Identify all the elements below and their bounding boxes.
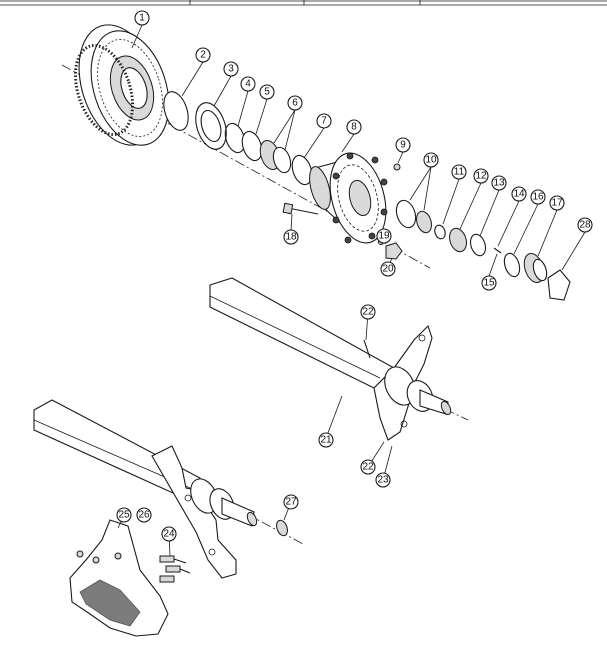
callout-9-label: 9 bbox=[400, 140, 406, 151]
callout-22-top: 22 bbox=[360, 304, 376, 320]
callout-21: 21 bbox=[318, 432, 334, 448]
callout-20: 20 bbox=[380, 261, 396, 277]
callout-2-label: 2 bbox=[200, 50, 206, 61]
callout-12-label: 12 bbox=[475, 171, 487, 182]
callout-13-label: 13 bbox=[493, 178, 505, 189]
small-nut bbox=[393, 163, 401, 171]
gasket bbox=[503, 252, 521, 278]
callout-10: 10 bbox=[423, 152, 439, 168]
callout-14-label: 14 bbox=[513, 189, 525, 200]
top-table-border bbox=[0, 0, 607, 6]
outer-bearing bbox=[395, 199, 432, 234]
callout-7: 7 bbox=[316, 113, 332, 129]
lower-axle-beam bbox=[33, 399, 258, 579]
callout-15: 15 bbox=[481, 275, 497, 291]
callout-21-label: 21 bbox=[320, 435, 332, 446]
callout-5: 5 bbox=[259, 84, 275, 100]
callout-4-label: 4 bbox=[245, 79, 251, 90]
callout-11-label: 11 bbox=[454, 167, 465, 178]
inner-bearing bbox=[259, 139, 292, 174]
callout-8-label: 8 bbox=[351, 122, 357, 133]
callout-22-bottom: 22 bbox=[360, 459, 376, 475]
washer bbox=[434, 224, 446, 240]
callout-23: 23 bbox=[375, 472, 391, 488]
callout-19-label: 19 bbox=[378, 231, 390, 242]
callout-20-label: 20 bbox=[382, 264, 394, 275]
callout-3: 3 bbox=[223, 61, 239, 77]
callout-6: 6 bbox=[287, 95, 303, 111]
brake-caliper bbox=[69, 519, 169, 637]
callout-25-label: 25 bbox=[118, 510, 130, 521]
callout-19: 19 bbox=[376, 228, 392, 244]
brake-disc bbox=[73, 24, 170, 146]
seal-ring bbox=[163, 91, 189, 131]
callout-22-top-label: 22 bbox=[362, 307, 374, 318]
wheel-nut bbox=[385, 242, 403, 260]
callout-23-label: 23 bbox=[377, 475, 389, 486]
callout-8: 8 bbox=[346, 119, 362, 135]
callout-3-label: 3 bbox=[228, 64, 234, 75]
callout-1: 1 bbox=[134, 10, 150, 26]
callout-13: 13 bbox=[491, 175, 507, 191]
retaining-ring bbox=[469, 233, 487, 257]
callout-10-label: 10 bbox=[425, 155, 437, 166]
callout-1-label: 1 bbox=[139, 13, 145, 24]
callout-11: 11 bbox=[451, 164, 467, 180]
callout-26-label: 26 bbox=[138, 510, 150, 521]
callout-27-label: 27 bbox=[285, 497, 297, 508]
callout-28: 28 bbox=[577, 217, 593, 233]
callout-16-label: 16 bbox=[532, 192, 544, 203]
callout-26: 26 bbox=[136, 507, 152, 523]
hub-cap bbox=[523, 252, 548, 284]
spindle-washer bbox=[276, 519, 288, 537]
callout-24-label: 24 bbox=[163, 529, 175, 540]
callout-4: 4 bbox=[240, 76, 256, 92]
callout-17-label: 17 bbox=[551, 198, 563, 209]
callout-9: 9 bbox=[395, 137, 411, 153]
callout-25: 25 bbox=[116, 507, 132, 523]
lock-pin bbox=[493, 247, 502, 254]
wheel-stud bbox=[282, 202, 319, 215]
end-cap bbox=[547, 269, 571, 301]
callout-5-label: 5 bbox=[264, 87, 270, 98]
axle-centerline bbox=[379, 377, 469, 421]
callout-17: 17 bbox=[549, 195, 565, 211]
callout-14: 14 bbox=[511, 186, 527, 202]
callout-6-label: 6 bbox=[292, 98, 298, 109]
callout-28-label: 28 bbox=[579, 220, 591, 231]
callout-18-label: 18 bbox=[285, 232, 297, 243]
callout-12: 12 bbox=[473, 168, 489, 184]
cover-ring bbox=[195, 102, 227, 150]
callout-27: 27 bbox=[283, 494, 299, 510]
callout-22-bottom-label: 22 bbox=[362, 462, 374, 473]
upper-axle-beam bbox=[209, 277, 452, 441]
callout-15-label: 15 bbox=[483, 278, 495, 289]
caliper-bolts bbox=[159, 555, 191, 583]
callout-16: 16 bbox=[530, 189, 546, 205]
wheel-hub bbox=[309, 152, 388, 244]
callout-7-label: 7 bbox=[321, 116, 327, 127]
callout-18: 18 bbox=[283, 229, 299, 245]
callout-2: 2 bbox=[195, 47, 211, 63]
callout-24: 24 bbox=[161, 526, 177, 542]
hub-nut bbox=[449, 227, 467, 253]
bearing-cup bbox=[291, 154, 313, 186]
hub-seal bbox=[241, 130, 263, 162]
sensor-line bbox=[363, 339, 371, 359]
